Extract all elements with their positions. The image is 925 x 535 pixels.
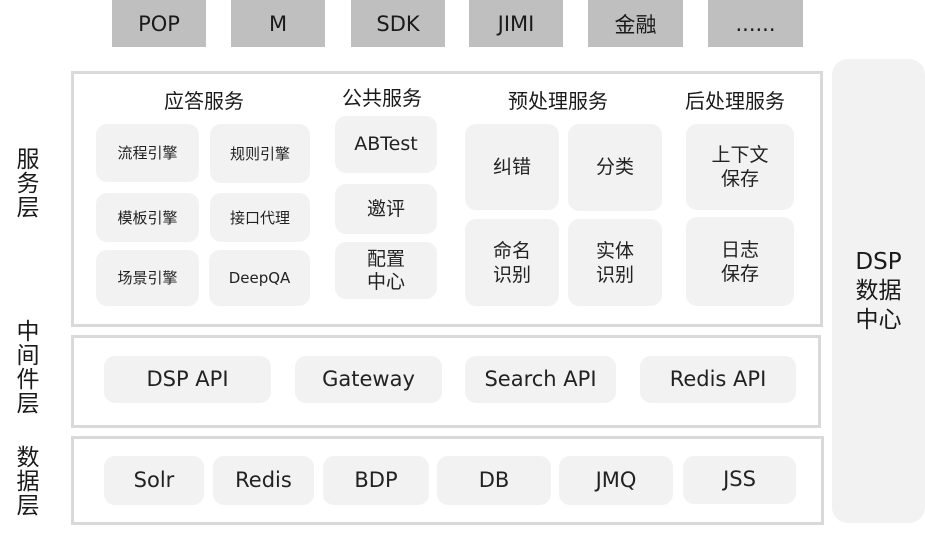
deepqa-card: DeepQA [209,250,310,306]
layer-label-middleware: 中间件层 [16,319,40,417]
classification-card: 分类 [568,124,662,211]
interface-proxy-card: 接口代理 [210,193,310,242]
jmq-card: JMQ [559,456,673,505]
layer-label-data: 数据层 [16,445,40,519]
preprocess-service-title: 预处理服务 [508,89,608,113]
config-center-card: 配置 中心 [335,242,437,299]
named-recognition-card: 命名 识别 [465,219,559,306]
invite-review-card: 邀评 [335,184,437,234]
log-save-card: 日志 保存 [686,217,794,306]
gateway-card: Gateway [295,356,442,403]
context-save-card: 上下文 保存 [686,124,794,210]
postprocess-service-title: 后处理服务 [685,89,785,113]
rule-engine-card: 规则引擎 [210,124,310,183]
dsp-api-card: DSP API [104,356,271,403]
entity-recognition-card: 实体 识别 [568,219,662,306]
scene-engine-card: 场景引擎 [96,250,199,306]
redis-api-card: Redis API [640,356,796,403]
client-pop: POP [112,0,206,47]
client-more: ...... [708,0,803,47]
solr-card: Solr [104,456,204,505]
redis-card: Redis [213,456,314,505]
jss-card: JSS [683,456,796,504]
client-sdk: SDK [351,0,445,47]
client-finance: 金融 [588,0,683,47]
template-engine-card: 模板引擎 [96,193,199,242]
client-jimi: JIMI [469,0,563,47]
db-card: DB [437,456,551,505]
dsp-data-center: DSP 数据 中心 [832,59,925,523]
client-m: M [231,0,325,47]
public-service-title: 公共服务 [342,86,422,110]
bdp-card: BDP [323,456,429,505]
flow-engine-card: 流程引擎 [96,124,199,182]
abtest-card: ABTest [335,116,437,173]
layer-label-service: 服务层 [16,147,40,221]
error-correction-card: 纠错 [465,124,559,210]
response-service-title: 应答服务 [164,89,244,113]
search-api-card: Search API [465,356,616,403]
